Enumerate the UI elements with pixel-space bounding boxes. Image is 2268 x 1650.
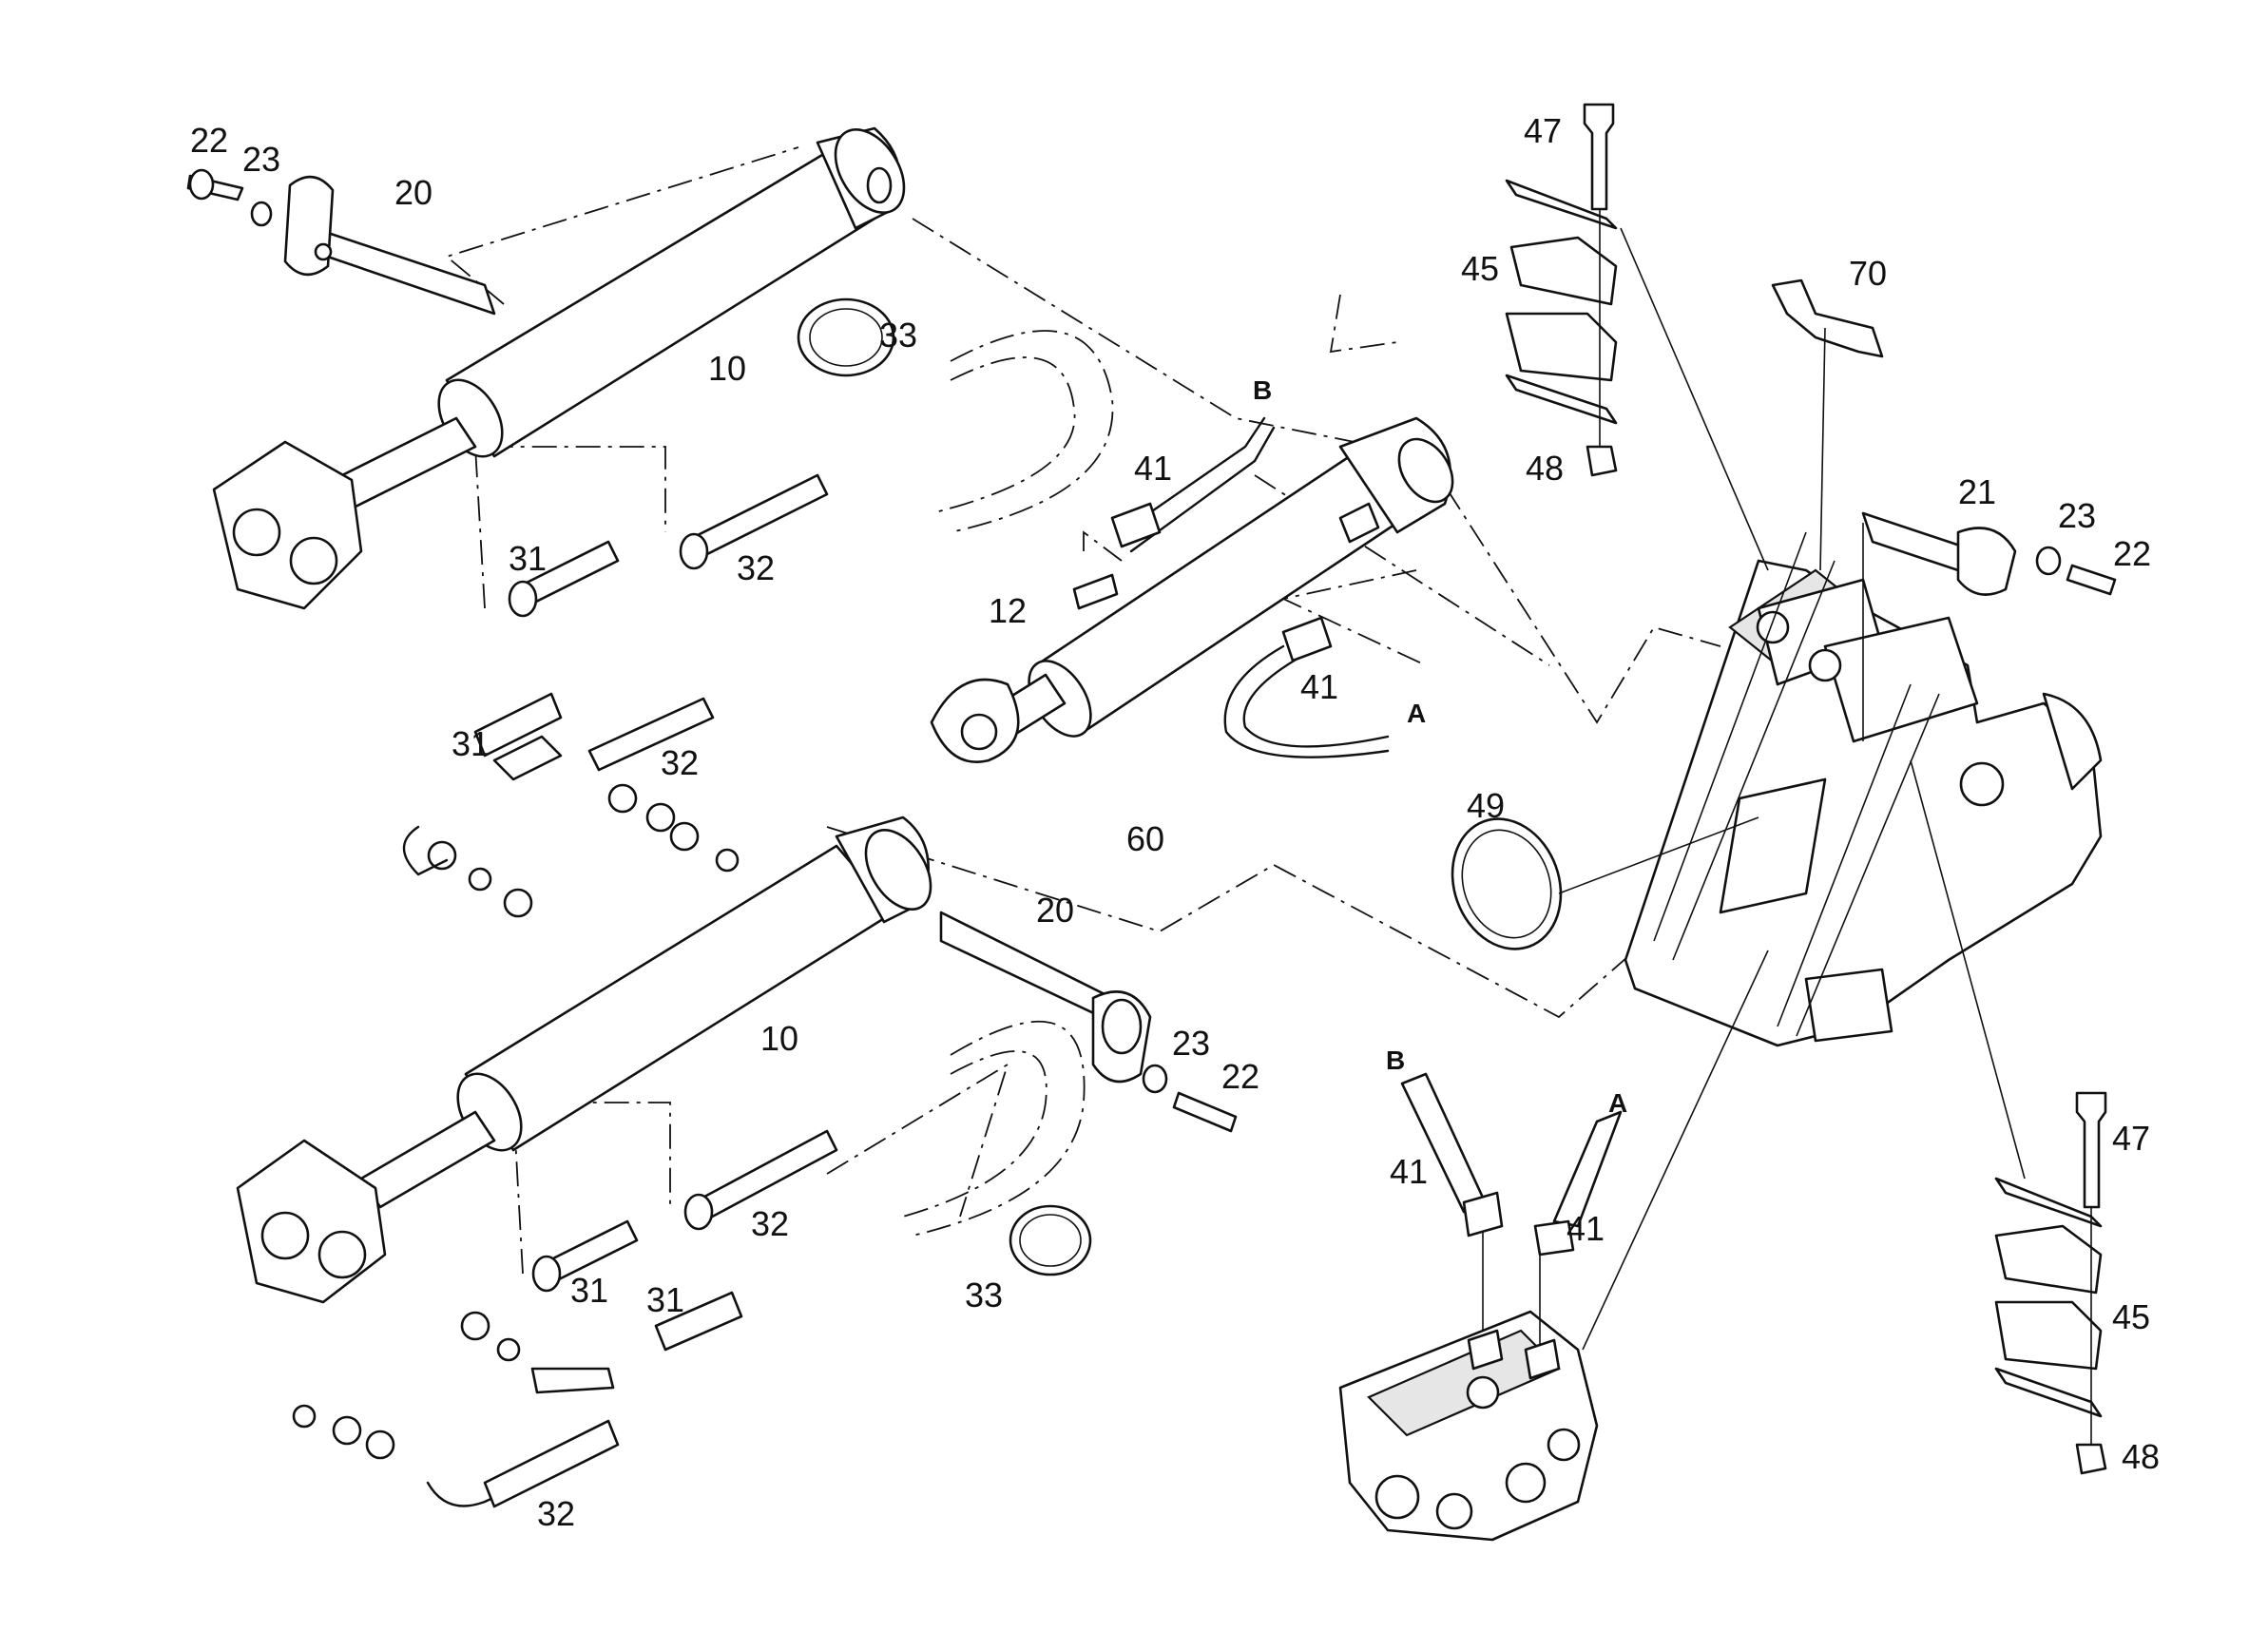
- pin-21: [1861, 511, 2117, 741]
- clamp-stack-top: [1505, 103, 1769, 571]
- port-labels: B A B A: [1253, 375, 1627, 1118]
- callout-33: 33: [965, 1276, 1003, 1314]
- upper-cylinder: [212, 126, 906, 610]
- callout-22: 22: [190, 121, 228, 160]
- middle-hoses: [1110, 416, 1390, 758]
- bracket-70: [1771, 278, 1884, 571]
- control-valve: [1338, 950, 1769, 1542]
- callout-32: 32: [537, 1494, 575, 1533]
- callout-41: 41: [1134, 449, 1172, 488]
- callout-48: 48: [2122, 1437, 2160, 1476]
- callout-22: 22: [2113, 534, 2151, 573]
- callout-31: 31: [570, 1271, 608, 1310]
- port-label-a: A: [1407, 699, 1426, 728]
- callout-49: 49: [1467, 786, 1505, 825]
- upper-hose-loop: [508, 330, 1114, 618]
- ring-49: [1451, 816, 1759, 950]
- lower-fittings: [292, 1291, 743, 1508]
- valve-hoses: [1400, 1072, 1623, 1257]
- callout-20: 20: [1036, 891, 1074, 930]
- callout-48: 48: [1526, 449, 1564, 488]
- callout-10: 10: [760, 1019, 798, 1058]
- middle-cylinder: [930, 416, 1454, 763]
- callout-41: 41: [1390, 1152, 1428, 1191]
- upper-fittings: [402, 692, 740, 918]
- port-label-b: B: [1253, 375, 1272, 405]
- callout-23: 23: [2058, 496, 2096, 535]
- lower-cylinder: [236, 815, 932, 1304]
- upper-pin: [283, 175, 496, 316]
- callout-47: 47: [1524, 111, 1562, 150]
- upper-left-bolts: [186, 168, 273, 227]
- port-label-a: A: [1608, 1088, 1627, 1118]
- callout-33: 33: [879, 316, 917, 355]
- callout-32: 32: [737, 548, 775, 587]
- clamp-stack-bottom: [1910, 759, 2107, 1475]
- callout-10: 10: [708, 349, 746, 388]
- port-label-b: B: [1386, 1046, 1405, 1075]
- callout-20: 20: [394, 173, 432, 212]
- callout-60: 60: [1126, 819, 1164, 858]
- mounting-frame: [1624, 531, 2103, 1047]
- callout-21: 21: [1958, 472, 1996, 511]
- callout-45: 45: [1461, 249, 1499, 288]
- callout-41: 41: [1566, 1209, 1605, 1248]
- callout-31: 31: [509, 539, 547, 578]
- callout-47: 47: [2112, 1119, 2150, 1158]
- callout-31: 31: [452, 724, 490, 763]
- callout-12: 12: [989, 591, 1027, 630]
- upper-ring: [797, 297, 895, 377]
- callout-45: 45: [2112, 1297, 2150, 1336]
- callout-23: 23: [1172, 1024, 1210, 1063]
- lower-pin: [939, 911, 1238, 1133]
- callout-31: 31: [646, 1280, 684, 1319]
- callout-22: 22: [1221, 1057, 1259, 1096]
- lower-hose-loop: [531, 1020, 1092, 1293]
- callout-23: 23: [242, 140, 280, 179]
- callout-32: 32: [751, 1204, 789, 1243]
- callouts: 22 23 20 33 10 31 32 31 32 12 41 41 60 2…: [190, 111, 2160, 1533]
- callout-32: 32: [661, 743, 699, 782]
- callout-70: 70: [1849, 254, 1887, 293]
- callout-41: 41: [1300, 667, 1338, 706]
